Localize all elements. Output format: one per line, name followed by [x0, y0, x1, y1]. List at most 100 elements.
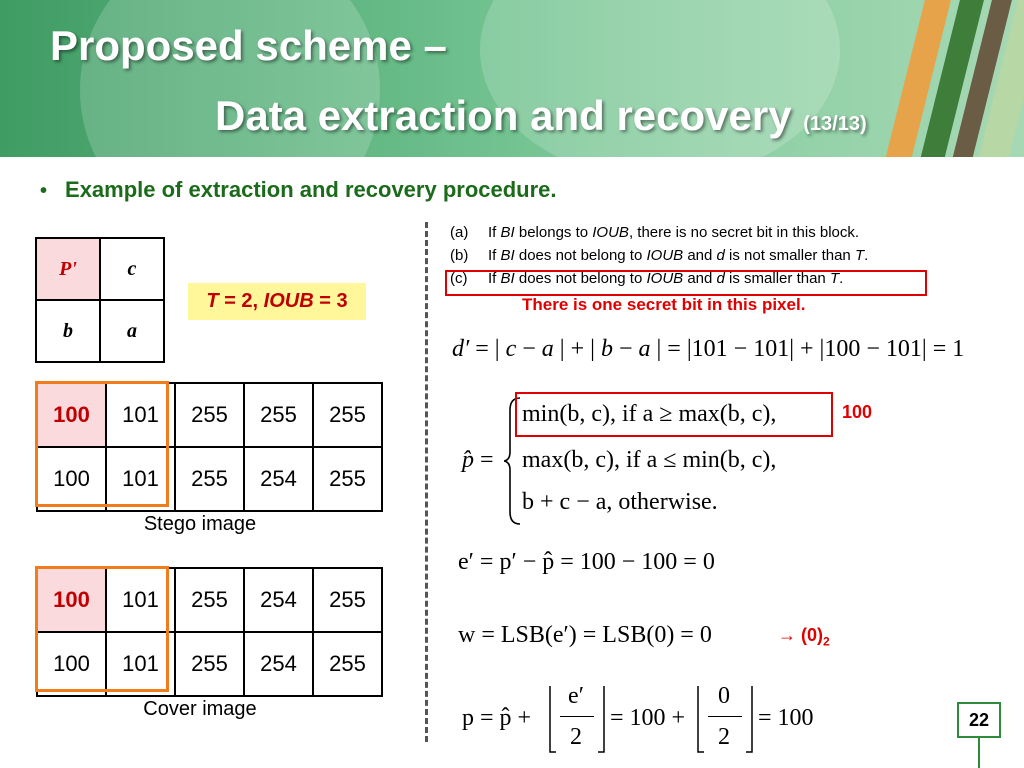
bullet-item: • Example of extraction and recovery proc… — [40, 177, 557, 203]
cover-cell: 255 — [312, 567, 383, 633]
cover-block-highlight — [35, 566, 169, 692]
eq-p-frac2-den: 2 — [718, 724, 730, 750]
case-text: If — [488, 224, 501, 241]
eq-d-b: b — [600, 336, 613, 362]
case-label: (c) — [450, 270, 468, 287]
stego-cell: 254 — [243, 446, 314, 512]
case-text: belongs to — [514, 224, 593, 241]
stego-cell: 255 — [312, 446, 383, 512]
result-bits: (0) — [801, 625, 824, 645]
cell-c: c — [99, 237, 165, 301]
stego-cell: 255 — [174, 446, 245, 512]
piecewise-brace — [504, 397, 521, 525]
case-text: BI — [500, 224, 515, 241]
cell-a: a — [99, 299, 165, 363]
case-text: d — [716, 247, 725, 264]
phat-case2: max(b, c), if a ≤ min(b, c), — [522, 447, 777, 473]
case-text: is not smaller than — [724, 247, 855, 264]
phat-case3: b + c − a, otherwise. — [522, 489, 718, 515]
case-a: (a) If BI belongs to IOUB, there is no se… — [450, 221, 868, 244]
dashed-divider — [425, 222, 428, 742]
stego-cell: 255 — [174, 382, 245, 448]
bullet-dot: • — [40, 180, 48, 202]
case-text: does not belong to — [514, 270, 647, 287]
slide-title-text: Data extraction and recovery — [215, 92, 792, 139]
equation-p-lhs: p = p̂ + — [462, 705, 532, 731]
phat-value-annotation: 100 — [842, 402, 873, 422]
cover-caption: Cover image — [143, 698, 257, 720]
case-text: T — [829, 270, 840, 287]
eq-d-a2: a — [638, 336, 651, 362]
extracted-bit-result: → (0)2 — [778, 625, 830, 649]
case-text: If — [488, 247, 501, 264]
cover-cell: 254 — [243, 631, 314, 697]
slide-counter: (13/13) — [803, 113, 867, 135]
eq-p-result: = 100 — [758, 705, 814, 731]
case-label: (b) — [450, 247, 469, 264]
cover-cell: 255 — [174, 631, 245, 697]
case-text: BI — [500, 247, 515, 264]
case-text: and — [683, 270, 717, 287]
eq-d-rhs2: 100 − 101 — [824, 336, 922, 362]
cover-cell: 100 — [36, 631, 107, 697]
case-text: If — [488, 270, 501, 287]
slide-number-connector — [978, 738, 980, 768]
stego-cell: 101 — [105, 382, 176, 448]
eq-d-result: 1 — [952, 336, 965, 362]
equation-e: e′ = p′ − p̂ = 100 − 100 = 0 — [458, 549, 715, 575]
case-list: (a)If BI belongs to IOUB, there is no se… — [450, 221, 868, 290]
banner-glow — [80, 0, 380, 157]
param-ioub-label: IOUB — [263, 290, 314, 312]
slide-title-line1: Proposed scheme – — [50, 22, 447, 69]
case-text: T — [854, 247, 865, 264]
case-c: (c)If BI does not belong to IOUB and d i… — [450, 267, 868, 290]
cell-b: b — [35, 299, 101, 363]
cover-cell: 101 — [105, 631, 176, 697]
equation-d: d′ = | c − a | + | b − a | = |101 − 101|… — [452, 336, 965, 362]
stego-cell: 100 — [36, 382, 107, 448]
eq-d-a: a — [541, 336, 554, 362]
cover-cell: 101 — [105, 567, 176, 633]
slide-number: 22 — [957, 702, 1001, 738]
stego-cell: 255 — [243, 382, 314, 448]
case-text: IOUB — [646, 247, 684, 264]
eq-d-lhs: d′ — [452, 336, 470, 362]
eq-p-mid: = 100 + — [610, 705, 686, 731]
case-text: does not belong to — [514, 247, 647, 264]
stego-cell: 255 — [312, 382, 383, 448]
eq-d-c: c — [505, 336, 517, 362]
stego-cell: 100 — [36, 446, 107, 512]
param-ioub-value: = 3 — [313, 290, 348, 312]
case-text: IOUB — [592, 224, 629, 241]
bullet-text: Example of extraction and recovery proce… — [65, 177, 557, 202]
case-label: (a) — [450, 224, 469, 241]
eq-phat-symbol: p̂ — [462, 447, 474, 473]
result-arrow-icon: → — [778, 625, 796, 645]
stego-cell: 101 — [105, 446, 176, 512]
case-text: IOUB — [646, 270, 684, 287]
secret-bit-note: There is one secret bit in this pixel. — [522, 295, 806, 314]
cover-cell: 100 — [36, 567, 107, 633]
equation-phat-lhs: p̂ = — [462, 447, 494, 473]
floor-brackets-1 — [549, 686, 605, 753]
eq-p-frac2-bar — [708, 716, 742, 717]
cell-p-prime: P' — [35, 237, 101, 301]
eq-p-frac1-den: 2 — [570, 724, 582, 750]
case-text: and — [683, 247, 717, 264]
equation-w: w = LSB(e′) = LSB(0) = 0 — [458, 622, 712, 648]
case-c-highlight — [445, 270, 927, 296]
floor-brackets-2 — [697, 686, 753, 753]
eq-p-frac1-num: e′ — [568, 683, 584, 709]
cover-cell: 255 — [174, 567, 245, 633]
case-b: (b) If BI does not belong to IOUB and d i… — [450, 244, 868, 267]
eq-d-rhs1: 101 − 101 — [691, 336, 790, 362]
case-text: . — [864, 247, 869, 264]
case-text: . — [839, 270, 844, 287]
slide-title-line2: Data extraction and recovery (13/13) — [215, 92, 867, 140]
case-text: is smaller than — [724, 270, 830, 287]
stego-caption: Stego image — [143, 513, 257, 535]
cover-cell: 255 — [312, 631, 383, 697]
cover-image-grid: 100 101 255 254 255 100 101 255 254 255 — [36, 567, 383, 697]
case-text: , there is no secret bit in this block. — [628, 224, 860, 241]
case-text: d — [716, 270, 725, 287]
